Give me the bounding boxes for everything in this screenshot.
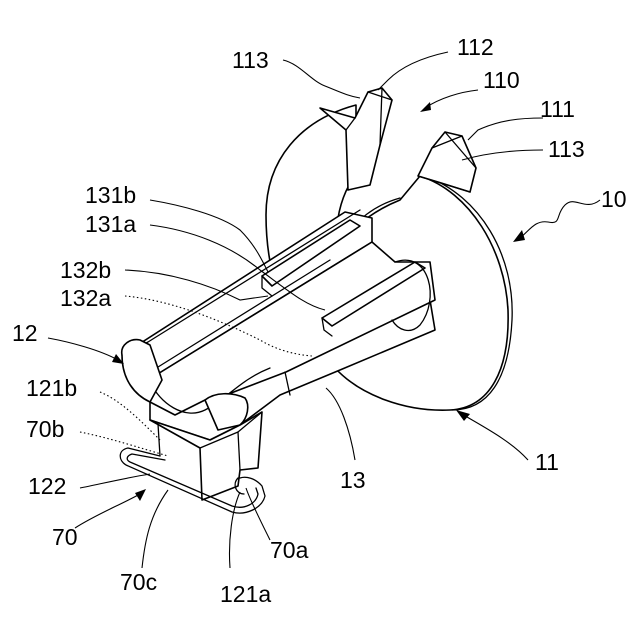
label-121a: 121a: [220, 581, 271, 607]
label-121b: 121b: [26, 375, 77, 401]
label-112: 112: [457, 34, 494, 60]
label-70: 70: [52, 524, 78, 550]
label-11: 11: [535, 449, 559, 475]
label-113-top: 113: [232, 47, 269, 73]
label-132a: 132a: [60, 285, 111, 311]
label-111: 111: [540, 96, 575, 122]
label-113-right: 113: [548, 136, 585, 162]
label-70a: 70a: [270, 537, 309, 563]
label-131a: 131a: [85, 211, 136, 237]
label-12: 12: [12, 320, 38, 346]
label-13: 13: [340, 467, 366, 493]
label-10: 10: [601, 186, 627, 212]
label-70c: 70c: [120, 569, 157, 595]
label-131b: 131b: [85, 182, 136, 208]
label-132b: 132b: [60, 257, 111, 283]
label-110: 110: [483, 67, 520, 93]
label-122: 122: [28, 473, 66, 499]
label-70b: 70b: [26, 416, 64, 442]
